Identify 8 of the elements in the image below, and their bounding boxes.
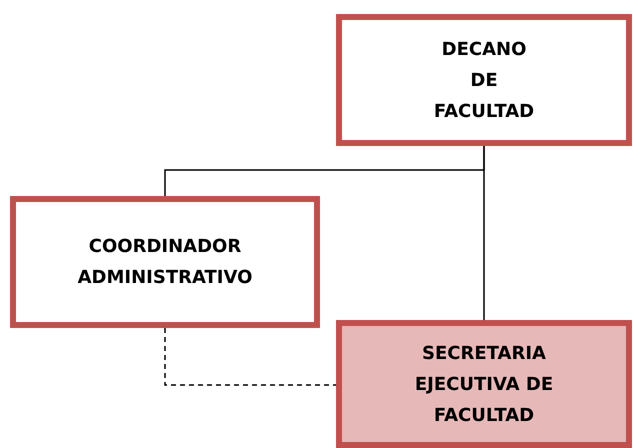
org-box: [336, 14, 632, 146]
box-label: DECANO DE FACULTAD: [432, 38, 536, 124]
org-box: [336, 320, 632, 448]
org-box: [10, 196, 320, 328]
box-label: SECRETARIA EJECUTIVA DE FACULTAD: [414, 342, 554, 428]
connector-line: [483, 146, 485, 320]
dashed-connector: [164, 328, 336, 386]
box-label: COORDINADOR ADMINISTRATIVO: [76, 235, 254, 290]
